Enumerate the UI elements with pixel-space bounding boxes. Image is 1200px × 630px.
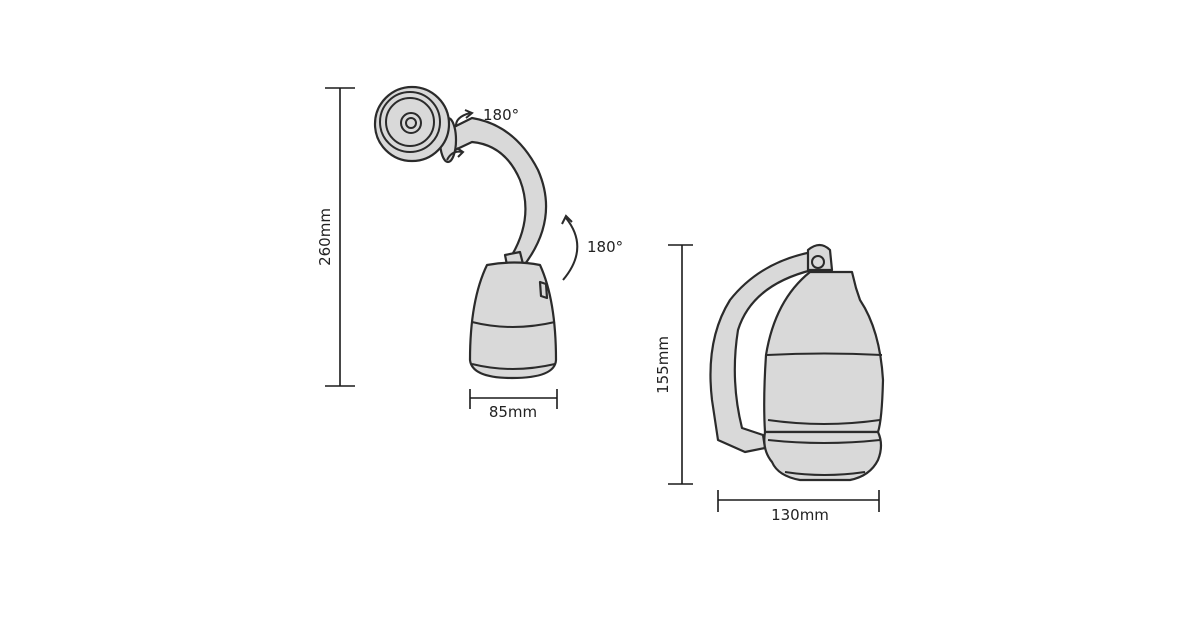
- height-dimension-260: 260mm: [316, 87, 355, 387]
- lamp-base: [468, 261, 558, 380]
- head-rotation-arrow-icon: [446, 109, 474, 161]
- lamp-arm: [450, 116, 548, 272]
- width-dimension-130: 130mm: [717, 490, 880, 524]
- width-label-130: 130mm: [771, 506, 829, 524]
- height-dimension-155: 155mm: [654, 244, 693, 485]
- arm-rotation-label: 180°: [587, 238, 623, 256]
- lamp-head: [373, 85, 458, 164]
- head-rotation-label: 180°: [483, 106, 519, 124]
- height-label-155: 155mm: [654, 336, 672, 394]
- lantern-body: [763, 270, 885, 482]
- arm-rotation-arrow-icon: [561, 214, 579, 281]
- width-dimension-85: 85mm: [469, 389, 558, 421]
- width-label-85: 85mm: [489, 403, 537, 421]
- height-label-260: 260mm: [316, 208, 334, 266]
